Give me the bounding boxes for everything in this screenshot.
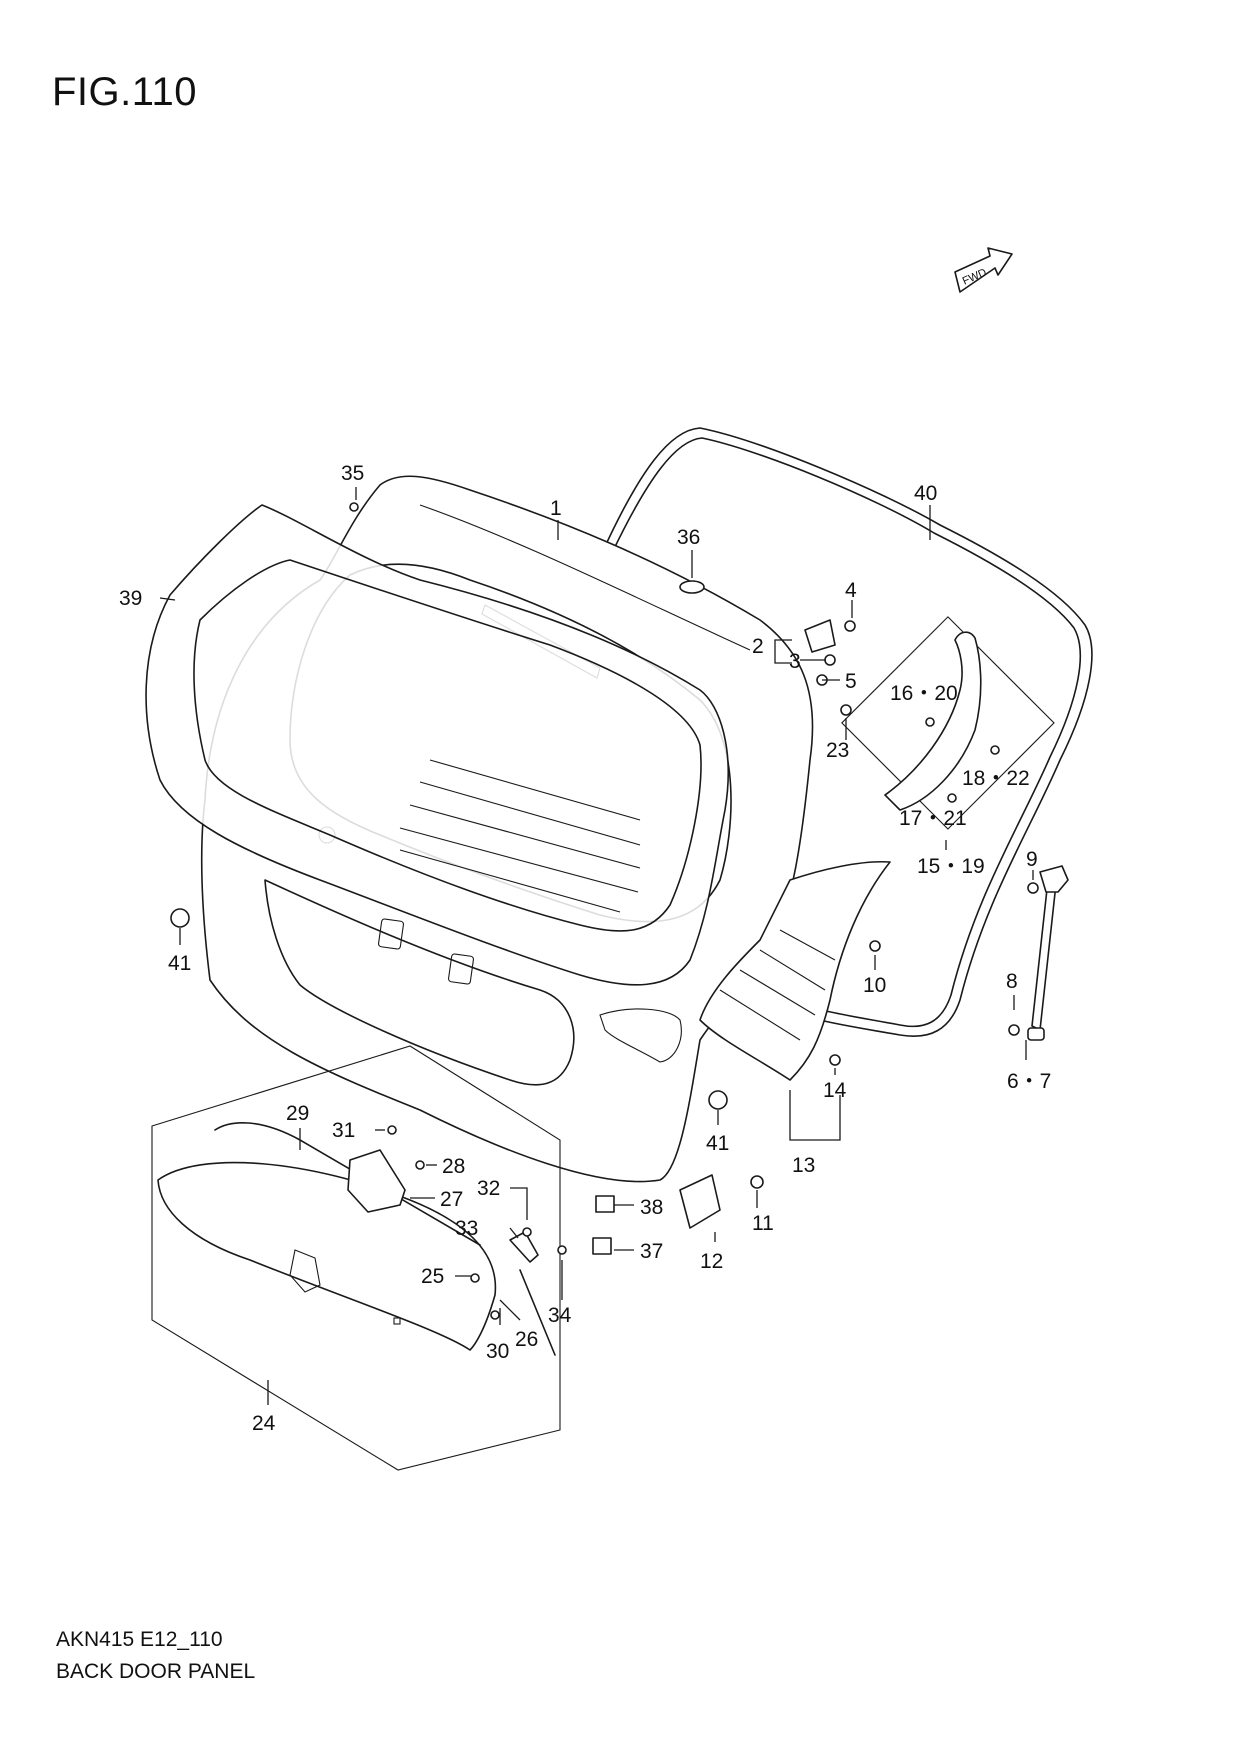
pad-37	[592, 1237, 612, 1255]
callout-4: 4	[845, 579, 857, 602]
figure-name: BACK DOOR PANEL	[56, 1660, 256, 1683]
license-garnish-frame	[151, 1045, 561, 1471]
garnish-detail-frame	[841, 616, 1055, 830]
figure-title: FIG.110	[52, 70, 198, 114]
fasteners	[170, 502, 1039, 1320]
side-strip	[519, 1269, 556, 1356]
callout-18-22: 18・22	[962, 767, 1030, 790]
callout-17-21: 17・21	[899, 807, 967, 830]
callout-34: 34	[548, 1304, 572, 1327]
callout-1: 1	[550, 497, 562, 520]
screw-32	[522, 1227, 532, 1237]
bolt-9	[1027, 882, 1039, 894]
screw-18-22	[990, 745, 1000, 755]
callout-12: 12	[700, 1250, 723, 1273]
clip-30	[490, 1310, 500, 1320]
bracket	[509, 1231, 539, 1263]
back-door-license-recess	[599, 1008, 682, 1063]
callout-10: 10	[863, 974, 886, 997]
side-garnish	[884, 631, 982, 811]
callout-8: 8	[1006, 970, 1018, 993]
back-door-opener-switch	[347, 1149, 406, 1213]
callout-14: 14	[823, 1079, 847, 1102]
callout-23: 23	[826, 739, 849, 762]
grommet-36	[679, 580, 705, 594]
callout-41-right: 41	[706, 1132, 729, 1155]
leader-lines	[159, 487, 1034, 1405]
clip-34	[557, 1245, 567, 1255]
callout-33: 33	[455, 1217, 478, 1240]
back-door-mount-right	[447, 953, 475, 985]
washer-3	[824, 654, 836, 666]
callout-40: 40	[914, 482, 937, 505]
back-window-glass-inner	[193, 559, 702, 932]
callout-5: 5	[845, 670, 857, 693]
back-door-mount-left	[377, 918, 405, 950]
license-garnish-emblem	[289, 1249, 321, 1293]
callout-41-left: 41	[168, 952, 191, 975]
callout-38: 38	[640, 1196, 663, 1219]
plug-41-right	[708, 1090, 728, 1110]
callout-26: 26	[515, 1328, 538, 1351]
inner-trim-panel	[699, 860, 891, 1081]
back-window-glass	[145, 504, 729, 986]
clip-11	[750, 1175, 764, 1189]
hinge	[804, 619, 836, 653]
back-door-lower-contour	[264, 879, 575, 1086]
callout-28: 28	[442, 1155, 465, 1178]
screw-14	[829, 1054, 841, 1066]
license-lamp	[679, 1174, 721, 1229]
clip-23	[840, 704, 852, 716]
nut-4	[844, 620, 856, 632]
weatherstrip-inner	[611, 437, 1082, 1028]
callout-29: 29	[286, 1102, 309, 1125]
callout-35: 35	[341, 462, 364, 485]
clip-17-21	[947, 793, 957, 803]
gas-strut	[1027, 865, 1069, 1041]
callout-6-7: 6・7	[1007, 1070, 1051, 1093]
callout-37: 37	[640, 1240, 663, 1263]
fwd-arrow-icon: FWD	[954, 247, 1013, 293]
callout-labels: 1 2 3 4 5 6・7 8 9 10 11 12 13 14 15・19 1…	[119, 462, 1051, 1435]
callout-27: 27	[440, 1188, 463, 1211]
callout-32: 32	[477, 1177, 500, 1200]
figure-code: AKN415 E12_110	[56, 1628, 223, 1651]
bolt-8	[1008, 1024, 1020, 1036]
plug-41-left	[170, 908, 190, 928]
clip-10	[869, 940, 881, 952]
callout-9: 9	[1026, 848, 1038, 871]
callout-25: 25	[421, 1265, 444, 1288]
callout-30: 30	[486, 1340, 509, 1363]
back-window-defogger-lines	[399, 759, 641, 913]
callout-11: 11	[752, 1212, 774, 1235]
callout-3: 3	[789, 650, 801, 673]
callout-15-19: 15・19	[917, 855, 985, 878]
callout-2: 2	[752, 635, 764, 658]
nut-16-20	[925, 717, 935, 727]
callout-13: 13	[792, 1154, 815, 1177]
license-garnish	[157, 1161, 497, 1351]
clip-35	[349, 502, 359, 512]
callout-31: 31	[332, 1119, 355, 1142]
callout-36: 36	[677, 526, 700, 549]
callout-16-20: 16・20	[890, 682, 958, 705]
callout-24: 24	[252, 1412, 276, 1435]
weatherstrip	[601, 427, 1093, 1037]
back-door-upper-spoiler	[419, 504, 751, 651]
license-garnish-hole	[393, 1317, 401, 1325]
screw-25	[470, 1273, 480, 1283]
clip-28	[415, 1160, 425, 1170]
screw-31	[387, 1125, 397, 1135]
molding-strip	[214, 1122, 481, 1246]
pad-38	[595, 1195, 615, 1213]
inner-trim-ribs	[719, 929, 836, 1041]
callout-39: 39	[119, 587, 142, 610]
